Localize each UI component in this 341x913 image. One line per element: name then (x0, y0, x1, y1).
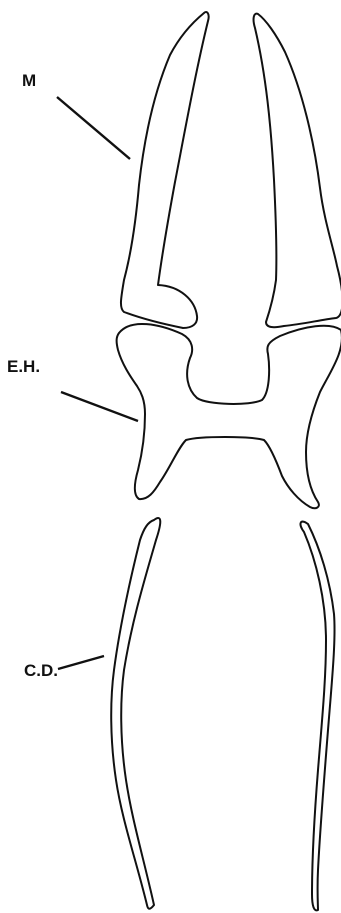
label-eh: E.H. (7, 357, 40, 376)
mandible-left (121, 12, 209, 328)
rod-right (301, 522, 335, 911)
mandible-right (254, 14, 341, 328)
epipharyngeal-sclerite (117, 324, 341, 508)
leader-line-cd (58, 656, 104, 669)
leader-line-eh (61, 392, 138, 421)
label-m: M (22, 71, 36, 90)
label-cd: C.D. (24, 661, 58, 680)
rod-left (111, 518, 160, 909)
leader-line-m (57, 97, 130, 159)
